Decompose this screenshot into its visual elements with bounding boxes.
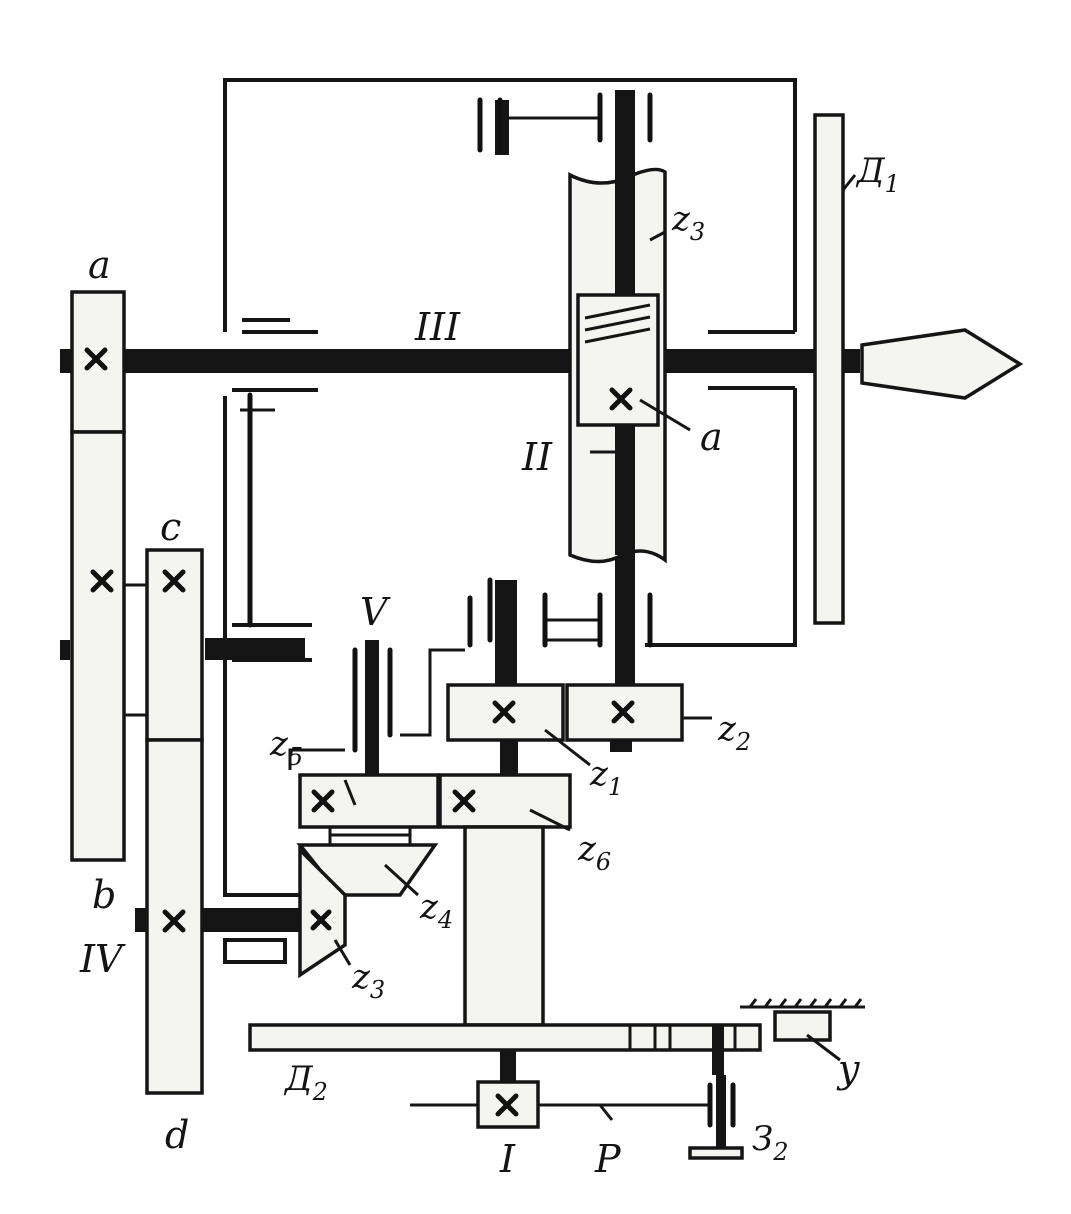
shaft-I <box>500 1048 516 1088</box>
worm-wheel-z3 <box>568 167 667 564</box>
gear-d <box>145 738 204 1095</box>
label-z6: z6 <box>577 829 611 876</box>
stop-block <box>773 1010 832 1042</box>
bevel-gears <box>296 843 439 979</box>
shaft-tail <box>610 740 632 752</box>
housing-frame <box>223 78 797 897</box>
label-a-worm: a <box>700 415 723 459</box>
label-z5: z5 <box>269 724 303 771</box>
disc-D2-assembly <box>248 998 865 1160</box>
column <box>463 825 545 1027</box>
leader-lines <box>333 174 857 1121</box>
disc-d2 <box>248 1023 762 1052</box>
label-shaft-III: III <box>414 305 461 349</box>
label-b: b <box>92 873 116 917</box>
label-shaft-V: V <box>360 590 391 634</box>
label-d: d <box>165 1113 189 1157</box>
label-Z2-handwheel: З2 <box>752 1119 788 1166</box>
shaft-c-stub <box>205 638 305 660</box>
label-U: у <box>836 1047 860 1091</box>
label-D1: Д1 <box>855 151 900 198</box>
small-bearing <box>223 938 287 964</box>
label-D2: Д2 <box>283 1059 328 1106</box>
shaft-z1-vertical <box>495 580 517 690</box>
label-shaft-IV: IV <box>79 937 126 981</box>
label-z1: z1 <box>589 754 623 801</box>
bevel-gear-z3 <box>298 845 347 979</box>
label-shaft-II: II <box>521 435 553 479</box>
handle <box>688 1146 744 1160</box>
shaft-left-stub <box>60 640 70 660</box>
cross-marks <box>84 347 635 1117</box>
cone-tip <box>860 328 1024 400</box>
label-z3-top: z3 <box>671 199 705 246</box>
gear-b <box>70 430 126 862</box>
label-a-top: a <box>88 243 111 287</box>
label-z2: z2 <box>717 709 751 756</box>
label-shaft-I: I <box>499 1137 516 1181</box>
shaft-V <box>365 640 379 775</box>
label-z3-bottom: z3 <box>351 957 385 1004</box>
label-P: Р <box>594 1137 622 1181</box>
disc-D1 <box>813 113 1024 625</box>
label-c: c <box>160 505 181 549</box>
bearings <box>223 92 653 964</box>
gear-z2 <box>565 683 684 742</box>
label-z4: z4 <box>419 887 453 934</box>
disc-d1 <box>813 113 845 625</box>
labels: a a b c d I II III IV V Д1 Д2 z3 z2 z1 z… <box>79 151 900 1181</box>
shaft-z1-lower <box>500 735 518 780</box>
shaft-III <box>60 349 860 373</box>
